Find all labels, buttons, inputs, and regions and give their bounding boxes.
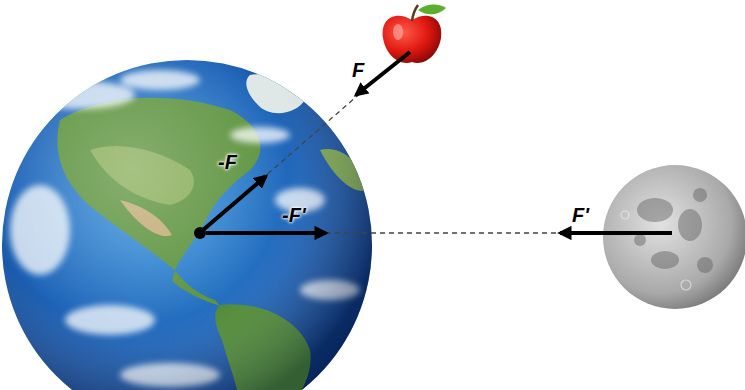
force-label: F' bbox=[572, 205, 589, 225]
force-label: F bbox=[352, 60, 364, 80]
force-label: -F bbox=[218, 152, 237, 172]
earth bbox=[2, 60, 372, 390]
apple bbox=[383, 5, 446, 63]
moon bbox=[603, 165, 745, 309]
force-arrow bbox=[203, 52, 672, 233]
center-dot bbox=[194, 227, 206, 239]
force-label: -F' bbox=[282, 205, 306, 225]
dashed-line bbox=[200, 63, 605, 233]
